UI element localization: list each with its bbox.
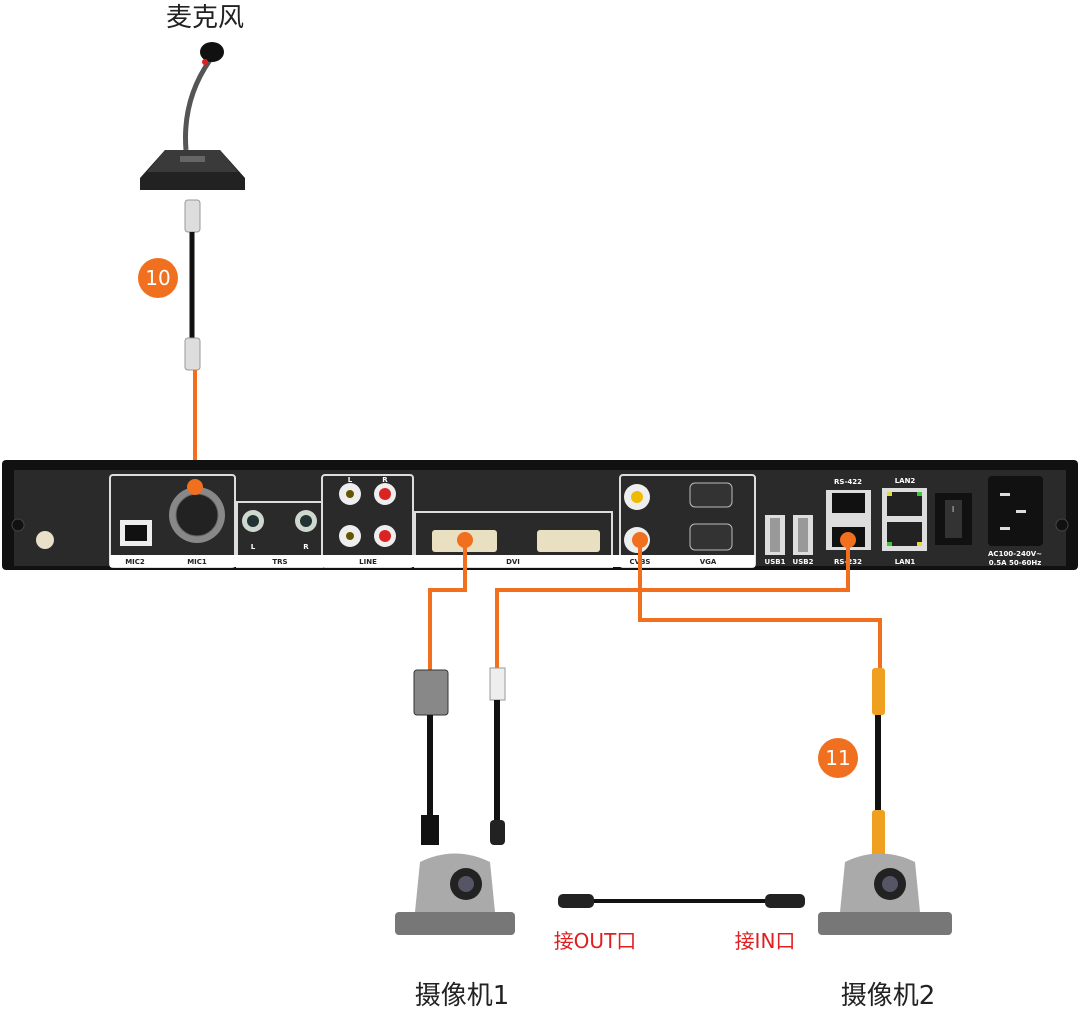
svg-text:USB2: USB2 xyxy=(793,558,814,566)
ground-screw-icon xyxy=(36,531,54,549)
badge-11 xyxy=(818,738,858,778)
svg-text:L: L xyxy=(348,476,353,484)
camera2-cable xyxy=(872,668,885,860)
camera-link-cable xyxy=(558,894,805,908)
badge-10-label: 10 xyxy=(145,266,170,290)
device-rear-panel: I xyxy=(2,460,1078,570)
out-port-label: 接OUT口 xyxy=(554,929,637,953)
microphone-label: 麦克风 xyxy=(166,3,244,33)
camera2-label: 摄像机2 xyxy=(841,981,936,1010)
svg-text:RS-422: RS-422 xyxy=(834,478,862,486)
dvi-label: DVI xyxy=(506,558,520,566)
microphone-icon xyxy=(140,42,245,190)
svg-text:AC100-240V~: AC100-240V~ xyxy=(988,550,1042,558)
svg-text:0.5A 50-60Hz: 0.5A 50-60Hz xyxy=(989,559,1042,567)
svg-text:R: R xyxy=(382,476,388,484)
camera1-cables xyxy=(413,667,506,845)
svg-text:L: L xyxy=(251,543,256,551)
svg-text:I: I xyxy=(952,505,954,514)
camera2-icon xyxy=(818,853,952,935)
power-inlet xyxy=(988,476,1043,546)
badge-10 xyxy=(138,258,178,298)
svg-text:R: R xyxy=(303,543,309,551)
mic-cable xyxy=(184,199,201,487)
svg-text:USB1: USB1 xyxy=(765,558,786,566)
line-label: LINE xyxy=(359,558,377,566)
camera1-icon xyxy=(395,853,515,935)
dvi-port-2 xyxy=(537,530,600,552)
orange-connection-lines xyxy=(187,479,882,670)
svg-text:LAN2: LAN2 xyxy=(895,477,916,485)
vga-label: VGA xyxy=(700,558,717,566)
svg-text:LAN1: LAN1 xyxy=(895,558,916,566)
mic2-label: MIC2 xyxy=(125,558,145,566)
mic1-label: MIC1 xyxy=(187,558,207,566)
camera1-label: 摄像机1 xyxy=(415,981,510,1010)
trs-label: TRS xyxy=(272,558,287,566)
badge-11-label: 11 xyxy=(825,746,850,770)
in-port-label: 接IN口 xyxy=(735,929,796,953)
